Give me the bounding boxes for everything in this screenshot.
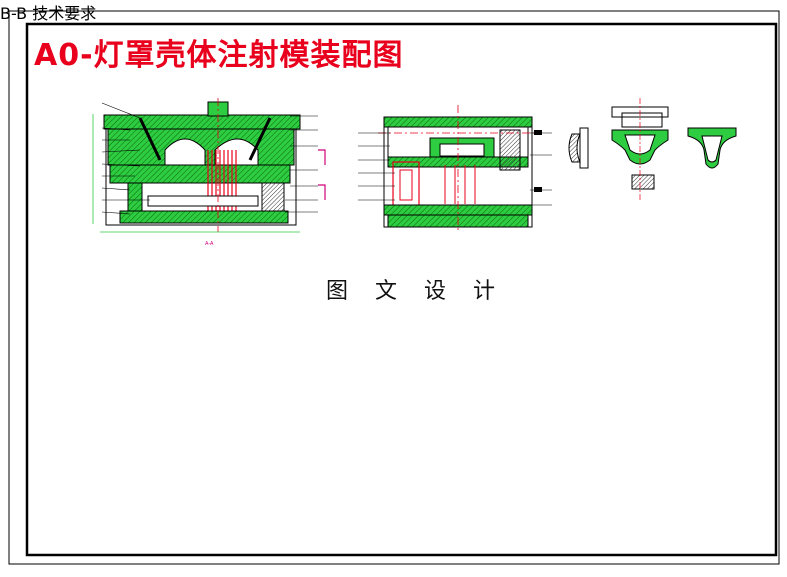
outer-border [8,10,780,565]
section-view-aa [92,98,326,233]
inner-border [25,22,778,557]
section-view-side [358,105,552,232]
notes-heading: 技术要求 [32,4,97,23]
technical-requirements: 技术要求 [32,4,96,23]
section-aa-label: A-A [205,241,214,247]
part-detail-views [568,98,737,200]
section-bb-label: B-B [0,4,28,23]
drawing-title: A0-灯罩壳体注射模装配图 [34,38,404,73]
watermark-text: 图 文 设 计 [326,279,505,304]
